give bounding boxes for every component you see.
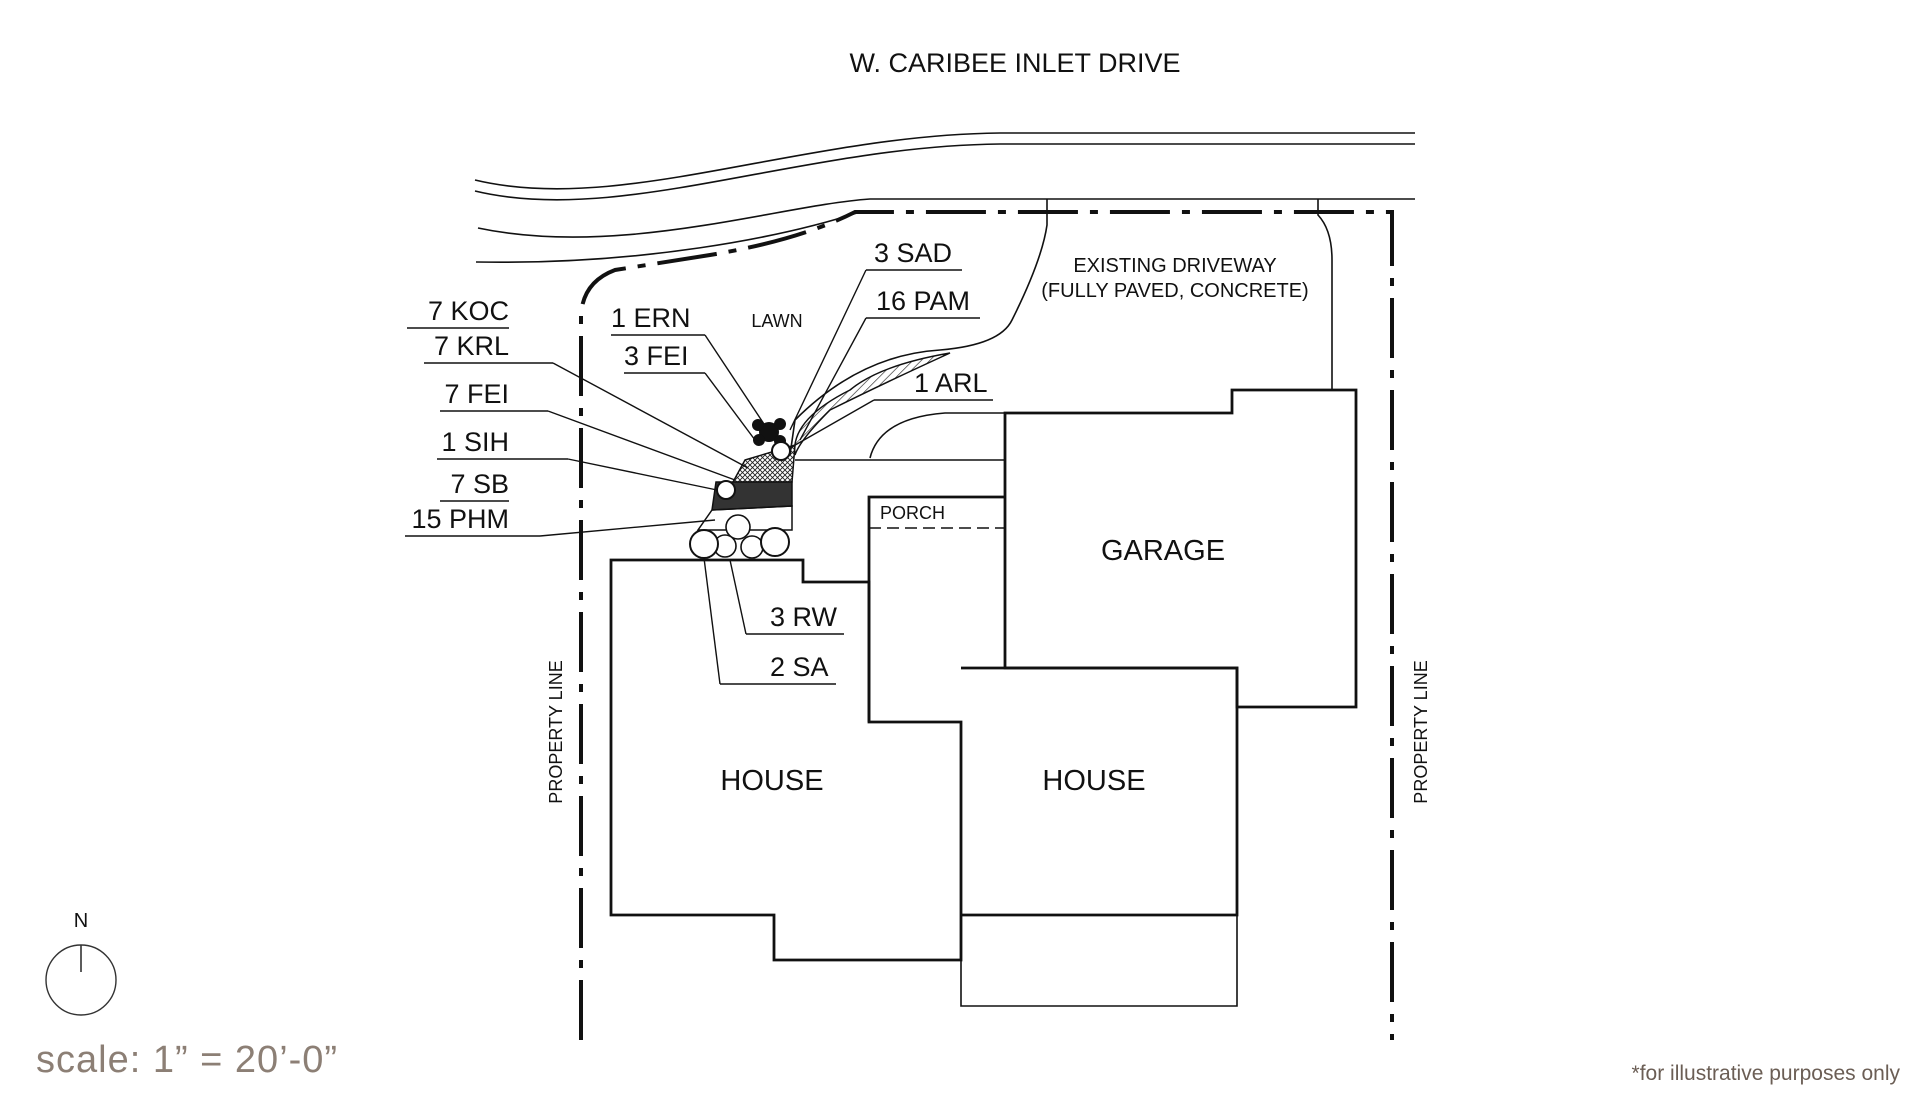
- planting-bed-lower: [696, 505, 793, 531]
- svg-text:3 SAD: 3 SAD: [874, 238, 952, 268]
- street-name: W. CARIBEE INLET DRIVE: [849, 48, 1180, 78]
- porch-label: PORCH: [880, 503, 945, 523]
- house-right-outline: [961, 666, 1239, 917]
- svg-text:1 SIH: 1 SIH: [441, 427, 509, 457]
- plant-label-sb: 7 SB: [440, 469, 509, 502]
- shrub-sih-symbol: [716, 480, 736, 500]
- illustrative-note: *for illustrative purposes only: [1632, 1062, 1901, 1085]
- plant-label-krl: 7 KRL: [424, 331, 749, 469]
- porch-outline: [867, 495, 1005, 722]
- plant-label-rw: 3 RW: [729, 559, 844, 635]
- svg-text:15 PHM: 15 PHM: [411, 504, 509, 534]
- plant-label-arl: 1 ARL: [789, 368, 993, 449]
- property-line-front: [579, 210, 1394, 1040]
- plant-label-sad: 3 SAD: [789, 238, 962, 431]
- plant-label-fei3: 3 FEI: [624, 341, 756, 441]
- shrub-rw-symbols: [713, 514, 764, 559]
- road-curb-lower-1: [477, 198, 1415, 238]
- svg-text:1 ERN: 1 ERN: [611, 303, 691, 333]
- plant-label-koc: 7 KOC: [407, 296, 509, 329]
- road-curb-upper-1: [474, 132, 1415, 190]
- driveway-label-line1: EXISTING DRIVEWAY: [1073, 255, 1276, 277]
- lawn-label: LAWN: [751, 311, 802, 331]
- plant-label-sa: 2 SA: [703, 557, 836, 685]
- scale-text: scale: 1” = 20’-0”: [36, 1039, 338, 1081]
- house-left-label: HOUSE: [720, 765, 823, 797]
- svg-text:7 FEI: 7 FEI: [444, 379, 509, 409]
- svg-text:3 RW: 3 RW: [770, 602, 838, 632]
- driveway-edge-right: [1317, 199, 1333, 390]
- road-curb-upper-2: [474, 143, 1415, 201]
- plant-label-phm: 15 PHM: [405, 504, 716, 537]
- property-line-left-label: PROPERTY LINE: [546, 660, 566, 803]
- shrub-arl-symbol: [771, 441, 791, 461]
- svg-text:2 SA: 2 SA: [770, 652, 829, 682]
- shrub-sa-symbols: [689, 527, 790, 559]
- house-right-extension: [960, 915, 1238, 1007]
- planting-bed-hatch: [793, 352, 951, 456]
- north-arrow-label: N: [74, 910, 88, 932]
- svg-text:7 KRL: 7 KRL: [434, 331, 509, 361]
- driveway-outline: [789, 199, 1048, 456]
- svg-text:7 SB: 7 SB: [450, 469, 509, 499]
- svg-text:16 PAM: 16 PAM: [876, 286, 970, 316]
- svg-text:7 KOC: 7 KOC: [428, 296, 509, 326]
- north-arrow: N: [45, 910, 117, 1016]
- property-line-right-label: PROPERTY LINE: [1411, 660, 1431, 803]
- plant-label-sih: 1 SIH: [437, 427, 718, 491]
- svg-text:1 ARL: 1 ARL: [914, 368, 988, 398]
- driveway-label-line2: (FULLY PAVED, CONCRETE): [1041, 280, 1308, 302]
- house-left-outline: [609, 558, 963, 962]
- driveway-curve-arl: [869, 412, 1005, 459]
- plant-label-pam: 16 PAM: [799, 286, 980, 441]
- plant-label-ern: 1 ERN: [611, 303, 765, 425]
- garage-label: GARAGE: [1101, 535, 1225, 567]
- house-right-label: HOUSE: [1042, 765, 1145, 797]
- plant-label-fei7: 7 FEI: [440, 379, 736, 481]
- road-curb-lower-2: [475, 211, 861, 264]
- svg-text:3 FEI: 3 FEI: [624, 341, 689, 371]
